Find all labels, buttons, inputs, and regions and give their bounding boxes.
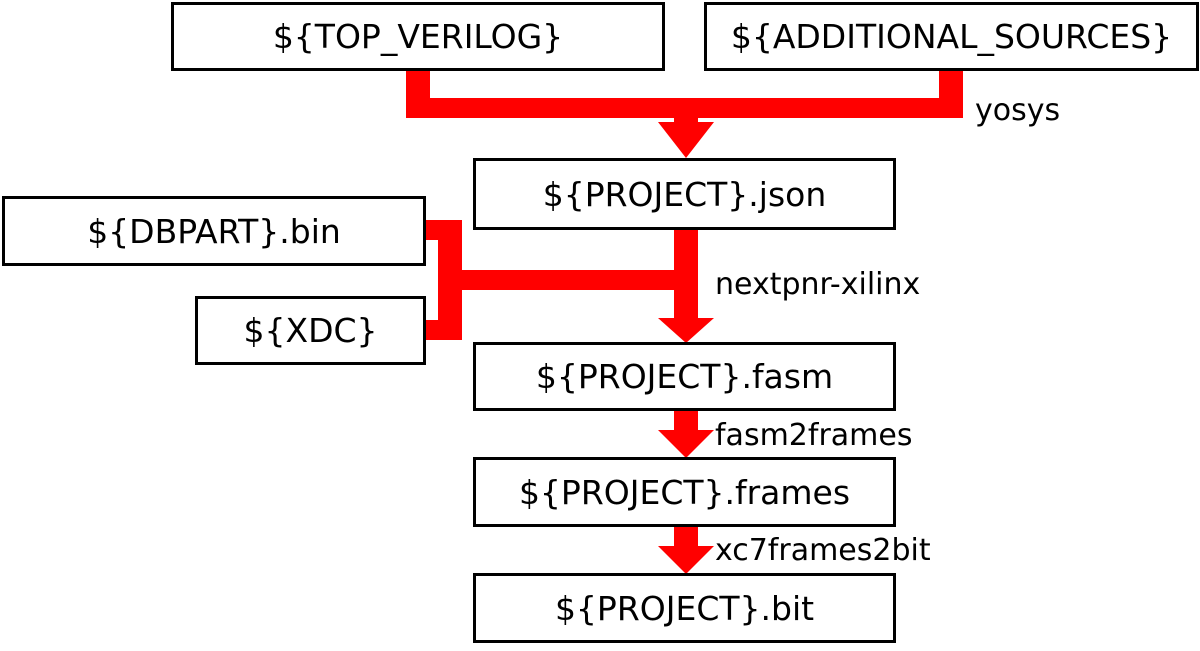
label-yosys: yosys [975,93,1061,128]
node-additional-sources: ${ADDITIONAL_SOURCES} [704,2,1199,71]
label-nextpnr-xilinx: nextpnr-xilinx [715,267,921,302]
connector-fasm2frames-stem [674,410,698,432]
connector-yosys-stem [674,110,698,124]
node-top-verilog: ${TOP_VERILOG} [171,2,665,71]
arrow-to-project-json [658,122,714,158]
label-xc7frames2bit: xc7frames2bit [715,533,931,568]
connector-yosys-merge-bar [406,98,963,118]
label-fasm2frames: fasm2frames [715,418,913,453]
node-dbpart-bin: ${DBPART}.bin [2,196,426,266]
node-project-json: ${PROJECT}.json [473,158,896,230]
arrow-to-project-bit [658,546,714,574]
connector-nextpnr-merge-bar [438,270,698,290]
node-xdc: ${XDC} [195,296,426,365]
arrow-to-project-fasm [658,318,714,343]
connector-xdc-out [424,320,462,340]
arrow-to-project-frames [658,430,714,458]
connector-group [406,70,963,574]
connector-xc7frames2bit-stem [674,526,698,548]
node-project-bit: ${PROJECT}.bit [473,573,896,643]
node-project-fasm: ${PROJECT}.fasm [473,342,896,411]
node-project-frames: ${PROJECT}.frames [473,457,896,527]
